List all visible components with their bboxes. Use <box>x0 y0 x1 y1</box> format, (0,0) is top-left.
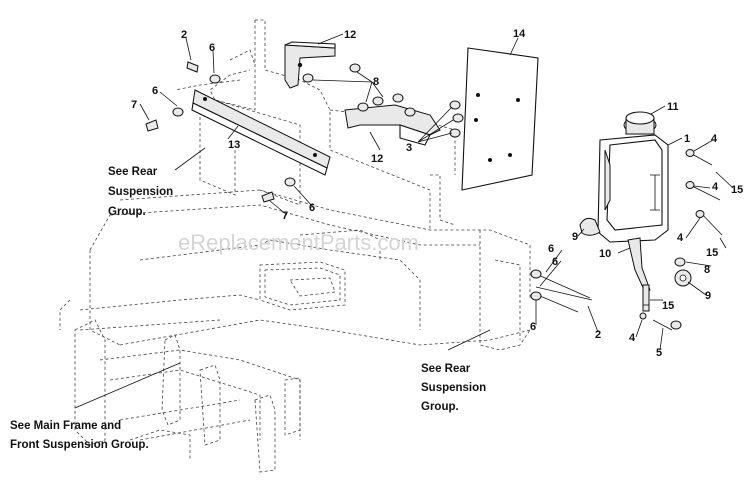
callout-9: 9 <box>705 290 711 302</box>
bracket-12-lower <box>344 104 441 146</box>
note-line: See Main Frame and <box>10 420 121 432</box>
callout-12: 12 <box>344 29 356 41</box>
leader-lines <box>74 33 734 409</box>
callout-14: 14 <box>513 28 526 40</box>
callout-2: 2 <box>595 329 601 341</box>
callout-7: 7 <box>282 210 288 222</box>
note-see-rear-suspension-right: See Rear Suspension Group. <box>421 363 486 413</box>
note-see-main-frame: See Main Frame and Front Suspension Grou… <box>10 420 149 451</box>
callout-12: 12 <box>371 153 383 165</box>
callout-11: 11 <box>667 101 679 113</box>
callout-4: 4 <box>629 332 636 344</box>
callout-13: 13 <box>228 139 240 151</box>
callout-6: 6 <box>552 256 558 268</box>
note-line: Group. <box>108 206 146 218</box>
callout-5: 5 <box>656 347 662 359</box>
note-line: See Rear <box>421 363 471 375</box>
callout-6: 6 <box>309 202 315 214</box>
note-line: Front Suspension Group. <box>10 439 149 451</box>
callout-10: 10 <box>599 248 611 260</box>
callout-numbers: 2 6 12 8 7 6 13 12 3 14 11 1 4 15 4 15 4… <box>131 28 743 359</box>
note-line: Suspension <box>108 186 173 198</box>
callout-6: 6 <box>152 85 158 97</box>
callout-15: 15 <box>706 247 718 259</box>
callout-7: 7 <box>131 99 137 111</box>
callout-3: 3 <box>406 142 412 154</box>
callout-1: 1 <box>684 133 690 145</box>
plate-14 <box>461 47 539 191</box>
note-line: Suspension <box>421 382 486 394</box>
note-line: Group. <box>421 401 459 413</box>
note-line: See Rear <box>108 166 158 178</box>
reservoir-tank-1 <box>597 134 669 243</box>
hardware <box>145 61 723 331</box>
bracket-13 <box>191 89 331 176</box>
callout-9: 9 <box>572 231 578 243</box>
bracket-12-upper <box>284 41 336 89</box>
callout-2: 2 <box>181 29 187 41</box>
callout-6: 6 <box>209 42 215 54</box>
callout-4: 4 <box>712 181 719 193</box>
clamp-9-right <box>674 269 692 287</box>
reservoir-cap-11 <box>623 111 657 135</box>
bracket-10 <box>627 237 651 293</box>
callout-4: 4 <box>711 133 718 145</box>
callout-15: 15 <box>662 300 674 312</box>
callout-4: 4 <box>677 232 684 244</box>
clamp-9-left <box>579 217 601 236</box>
frame-phantom-outline <box>59 19 531 473</box>
callout-8: 8 <box>373 76 379 88</box>
callout-15: 15 <box>731 184 743 196</box>
callout-6: 6 <box>548 243 554 255</box>
callout-8: 8 <box>704 264 710 276</box>
watermark-text: eReplacementParts.com <box>178 230 419 255</box>
callout-6: 6 <box>530 321 536 333</box>
note-see-rear-suspension-left: See Rear Suspension Group. <box>108 166 173 218</box>
